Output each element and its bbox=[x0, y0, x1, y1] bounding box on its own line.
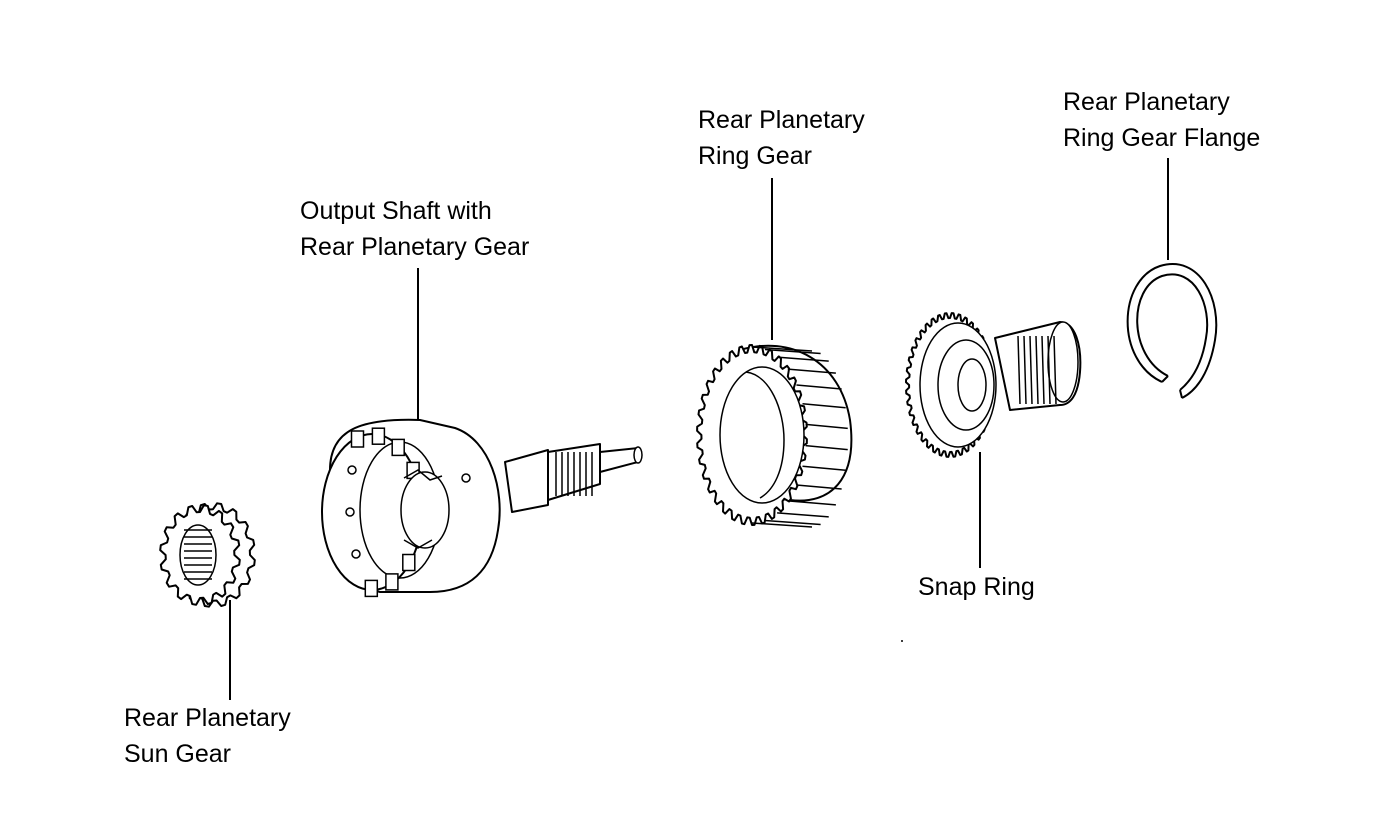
sun-gear-label-line1: Rear Planetary bbox=[124, 704, 291, 732]
ring-gear-label: Rear Planetary Ring Gear bbox=[698, 102, 865, 174]
flange-label-line1: Rear Planetary bbox=[1063, 88, 1230, 116]
speck-dot bbox=[901, 640, 903, 642]
snap-ring-label-line1: Snap Ring bbox=[918, 573, 1035, 601]
output-shaft-label-line2: Rear Planetary Gear bbox=[300, 233, 530, 261]
flange-ring-illustration bbox=[1126, 263, 1218, 399]
ring-gear-illustration bbox=[696, 344, 853, 528]
output-shaft-label: Output Shaft with Rear Planetary Gear bbox=[300, 193, 529, 265]
snap-ring-label: Snap Ring bbox=[918, 569, 1035, 605]
flange-label-line2: Ring Gear Flange bbox=[1063, 124, 1261, 152]
flange-label: Rear Planetary Ring Gear Flange bbox=[1063, 84, 1260, 156]
sun-gear-illustration bbox=[159, 502, 256, 608]
snap-ring-illustration bbox=[905, 312, 1082, 458]
ring-gear-label-line1: Rear Planetary bbox=[698, 106, 865, 134]
sun-gear-label-line2: Sun Gear bbox=[124, 740, 232, 768]
sun-gear-label: Rear Planetary Sun Gear bbox=[124, 700, 291, 772]
output-shaft-label-line1: Output Shaft with bbox=[300, 197, 492, 225]
ring-gear-label-line2: Ring Gear bbox=[698, 142, 812, 170]
output-shaft-illustration bbox=[321, 418, 643, 598]
